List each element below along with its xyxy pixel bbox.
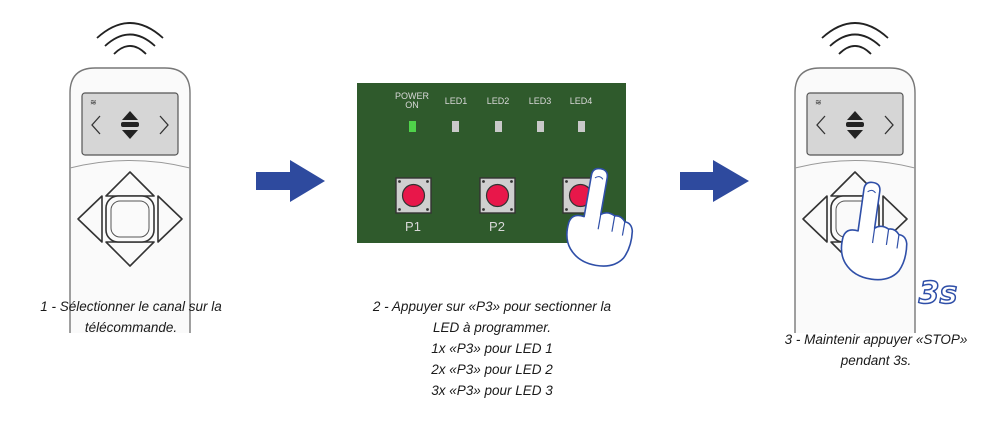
led-label-power: POWER (395, 91, 430, 101)
caption-step-1: 1 - Sélectionner le canal sur la télécom… (0, 296, 262, 338)
caption-step-2-line: LED à programmer. (432, 320, 552, 335)
led-1-indicator (452, 121, 459, 132)
led-3-indicator (537, 121, 544, 132)
led-power-indicator (409, 121, 416, 132)
hold-duration-label: 3s (919, 276, 958, 311)
remote-control-right (794, 22, 916, 334)
led-label-3: LED3 (529, 96, 552, 106)
caption-step-1-line: 1 - Sélectionner le canal sur la (40, 299, 222, 314)
led-2-indicator (495, 121, 502, 132)
arrow-right-icon (680, 160, 749, 202)
caption-step-2-line: 1x «P3» pour LED 1 (431, 341, 553, 356)
caption-step-2-line: 3x «P3» pour LED 3 (431, 383, 553, 398)
caption-step-2-line: 2x «P3» pour LED 2 (431, 362, 553, 377)
led-label-4: LED4 (570, 96, 593, 106)
button-p2 (479, 177, 516, 214)
led-label-1: LED1 (445, 96, 468, 106)
led-4-indicator (578, 121, 585, 132)
caption-step-1-line: télécommande. (84, 320, 178, 335)
caption-step-3-line: pendant 3s. (840, 353, 912, 368)
button-label-p2: P2 (489, 219, 505, 234)
caption-step-3-line: 3 - Maintenir appuyer «STOP» (784, 332, 968, 347)
button-p1 (395, 177, 432, 214)
led-label-power-on: ON (405, 100, 419, 110)
caption-step-2: 2 - Appuyer sur «P3» pour sectionner la … (327, 296, 657, 401)
caption-step-2-line: 2 - Appuyer sur «P3» pour sectionner la (372, 299, 612, 314)
button-label-p1: P1 (405, 219, 421, 234)
arrow-right-icon (256, 160, 325, 202)
led-label-2: LED2 (487, 96, 510, 106)
remote-control-left (69, 22, 191, 334)
caption-step-3: 3 - Maintenir appuyer «STOP» pendant 3s. (760, 329, 992, 371)
